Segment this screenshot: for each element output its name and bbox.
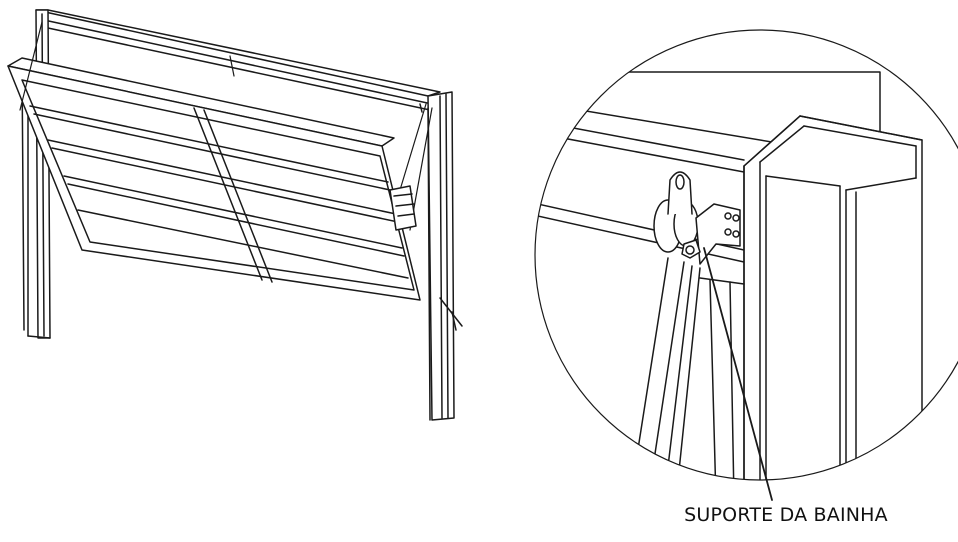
detail-circle (535, 30, 958, 480)
garage-door-assembly (8, 10, 462, 420)
detail-view (520, 30, 958, 500)
callout-leader-line (704, 248, 772, 500)
callout-label: SUPORTE DA BAINHA (684, 504, 888, 526)
door-foot (440, 298, 462, 330)
right-post (420, 92, 454, 420)
detail-contents (535, 72, 922, 480)
side-bracket (390, 186, 416, 230)
door-panel (8, 58, 420, 300)
